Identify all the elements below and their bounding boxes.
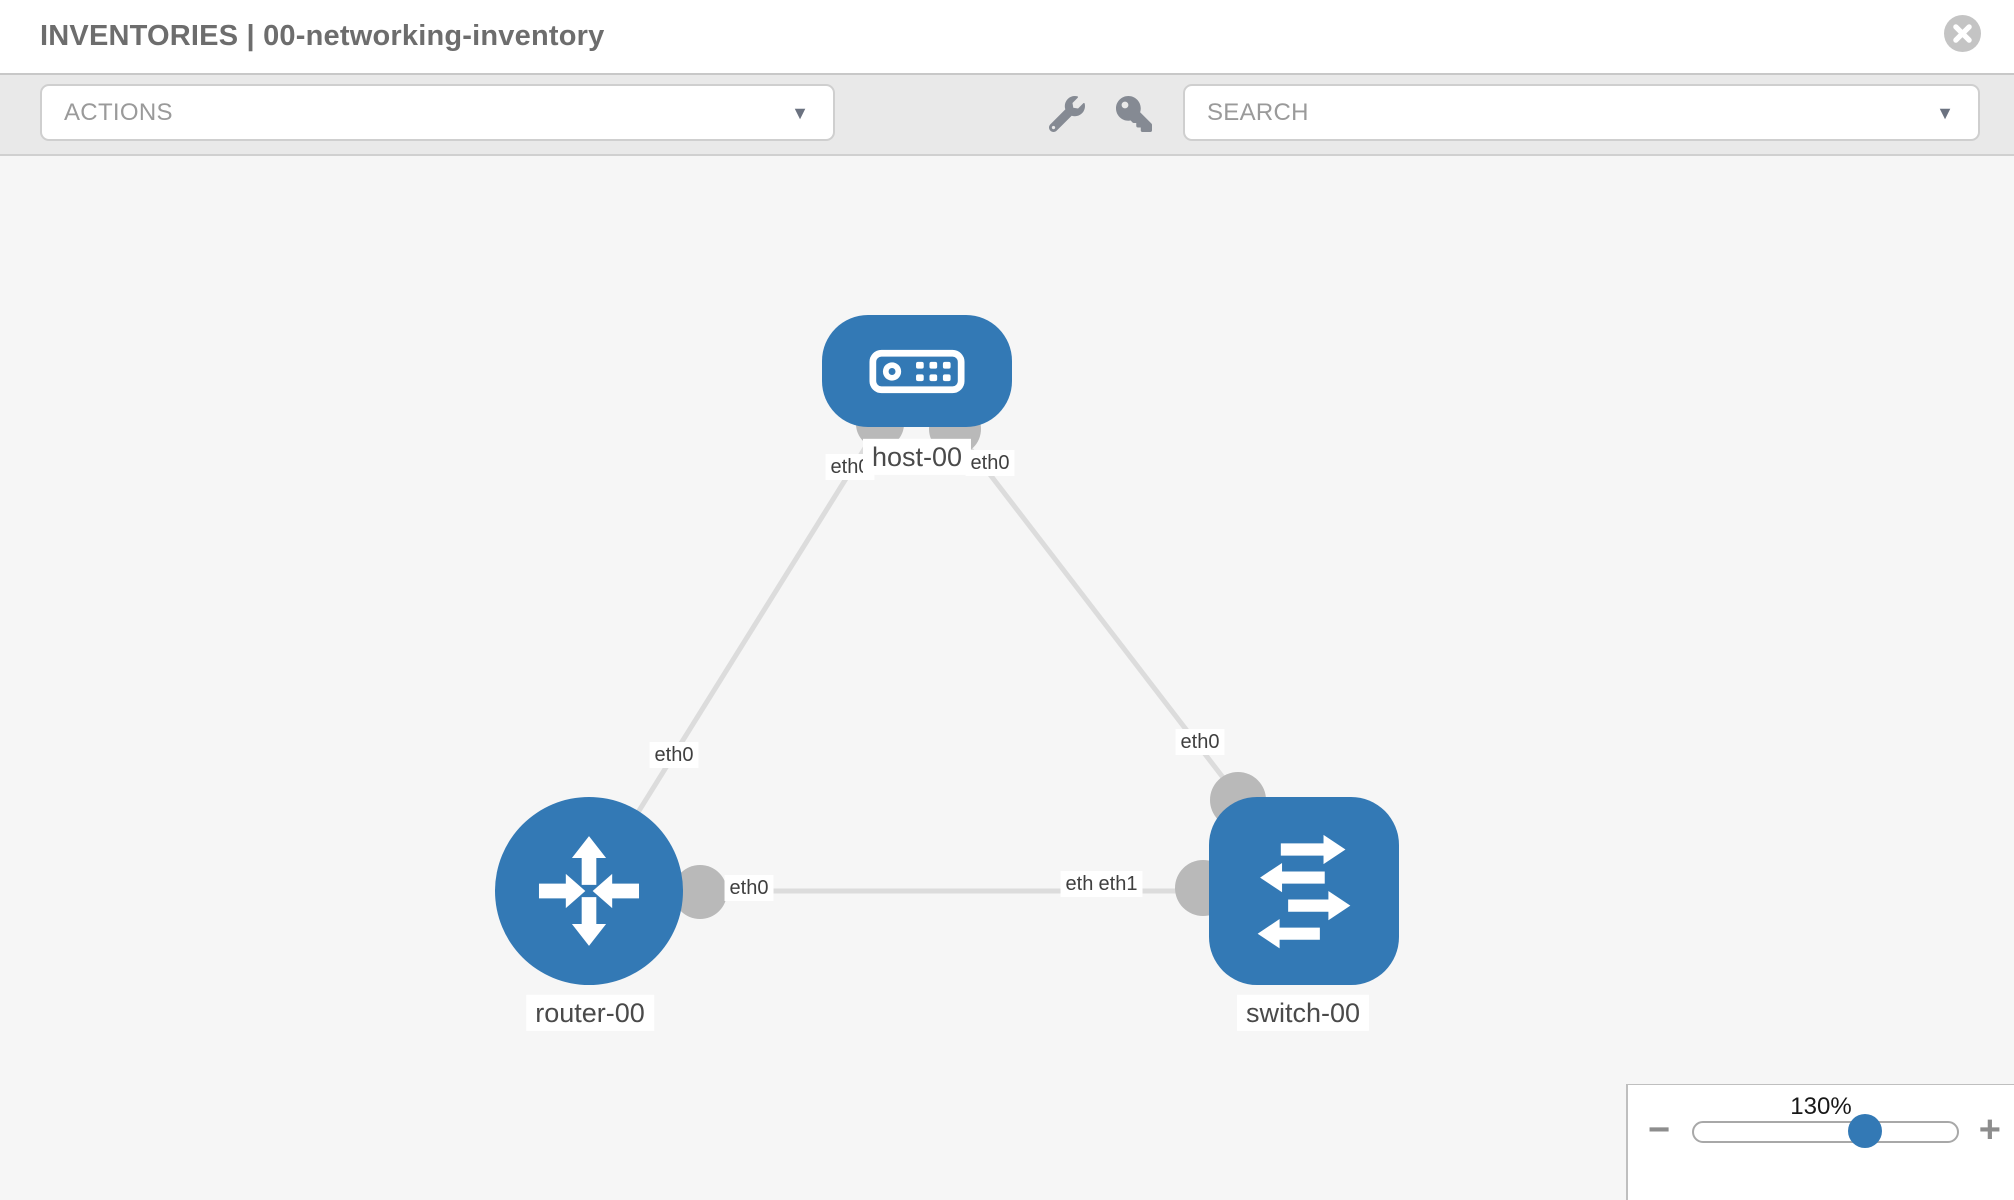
zoom-in-button[interactable]: + — [1978, 1109, 2001, 1151]
interface-label: eth0 — [649, 742, 699, 768]
x-icon — [1953, 24, 1972, 43]
interface-port — [673, 865, 727, 919]
router-icon — [538, 836, 640, 946]
close-button[interactable] — [1944, 15, 1981, 52]
toolbar: ACTIONS ▼ SEARCH ▼ — [0, 75, 2014, 156]
node-label-router-00: router-00 — [526, 994, 654, 1032]
node-label-switch-00: switch-00 — [1236, 994, 1370, 1032]
header: INVENTORIES | 00-networking-inventory — [0, 0, 2014, 75]
interface-label: eth0 — [724, 875, 774, 901]
credentials-button[interactable] — [1116, 96, 1152, 132]
chevron-down-icon: ▼ — [791, 102, 809, 123]
node-switch-00[interactable] — [1209, 797, 1399, 985]
actions-dropdown[interactable]: ACTIONS ▼ — [40, 84, 835, 141]
server-icon — [869, 349, 965, 393]
actions-dropdown-label: ACTIONS — [64, 98, 173, 126]
node-host-00[interactable] — [822, 315, 1012, 427]
search-dropdown-label: SEARCH — [1207, 98, 1309, 126]
zoom-slider-track[interactable] — [1692, 1114, 1959, 1148]
zoom-level-readout: 130% — [1790, 1093, 1852, 1120]
chevron-down-icon: ▼ — [1936, 102, 1954, 123]
node-label-host-00: host-00 — [862, 438, 972, 476]
switch-icon — [1257, 834, 1351, 949]
search-dropdown[interactable]: SEARCH ▼ — [1183, 84, 1980, 141]
interface-label: eth0 — [1175, 729, 1225, 755]
zoom-slider-handle[interactable] — [1848, 1114, 1882, 1148]
configure-button[interactable] — [1048, 96, 1085, 133]
wrench-icon — [1048, 96, 1085, 133]
interface-label: eth1 — [1093, 871, 1143, 897]
zoom-out-button[interactable]: − — [1648, 1109, 1671, 1151]
node-router-00[interactable] — [495, 797, 683, 985]
interface-label: eth0 — [965, 450, 1015, 476]
key-icon — [1116, 96, 1152, 132]
zoom-panel: 130% − + — [1626, 1084, 2014, 1200]
page-title: INVENTORIES | 00-networking-inventory — [40, 20, 605, 52]
